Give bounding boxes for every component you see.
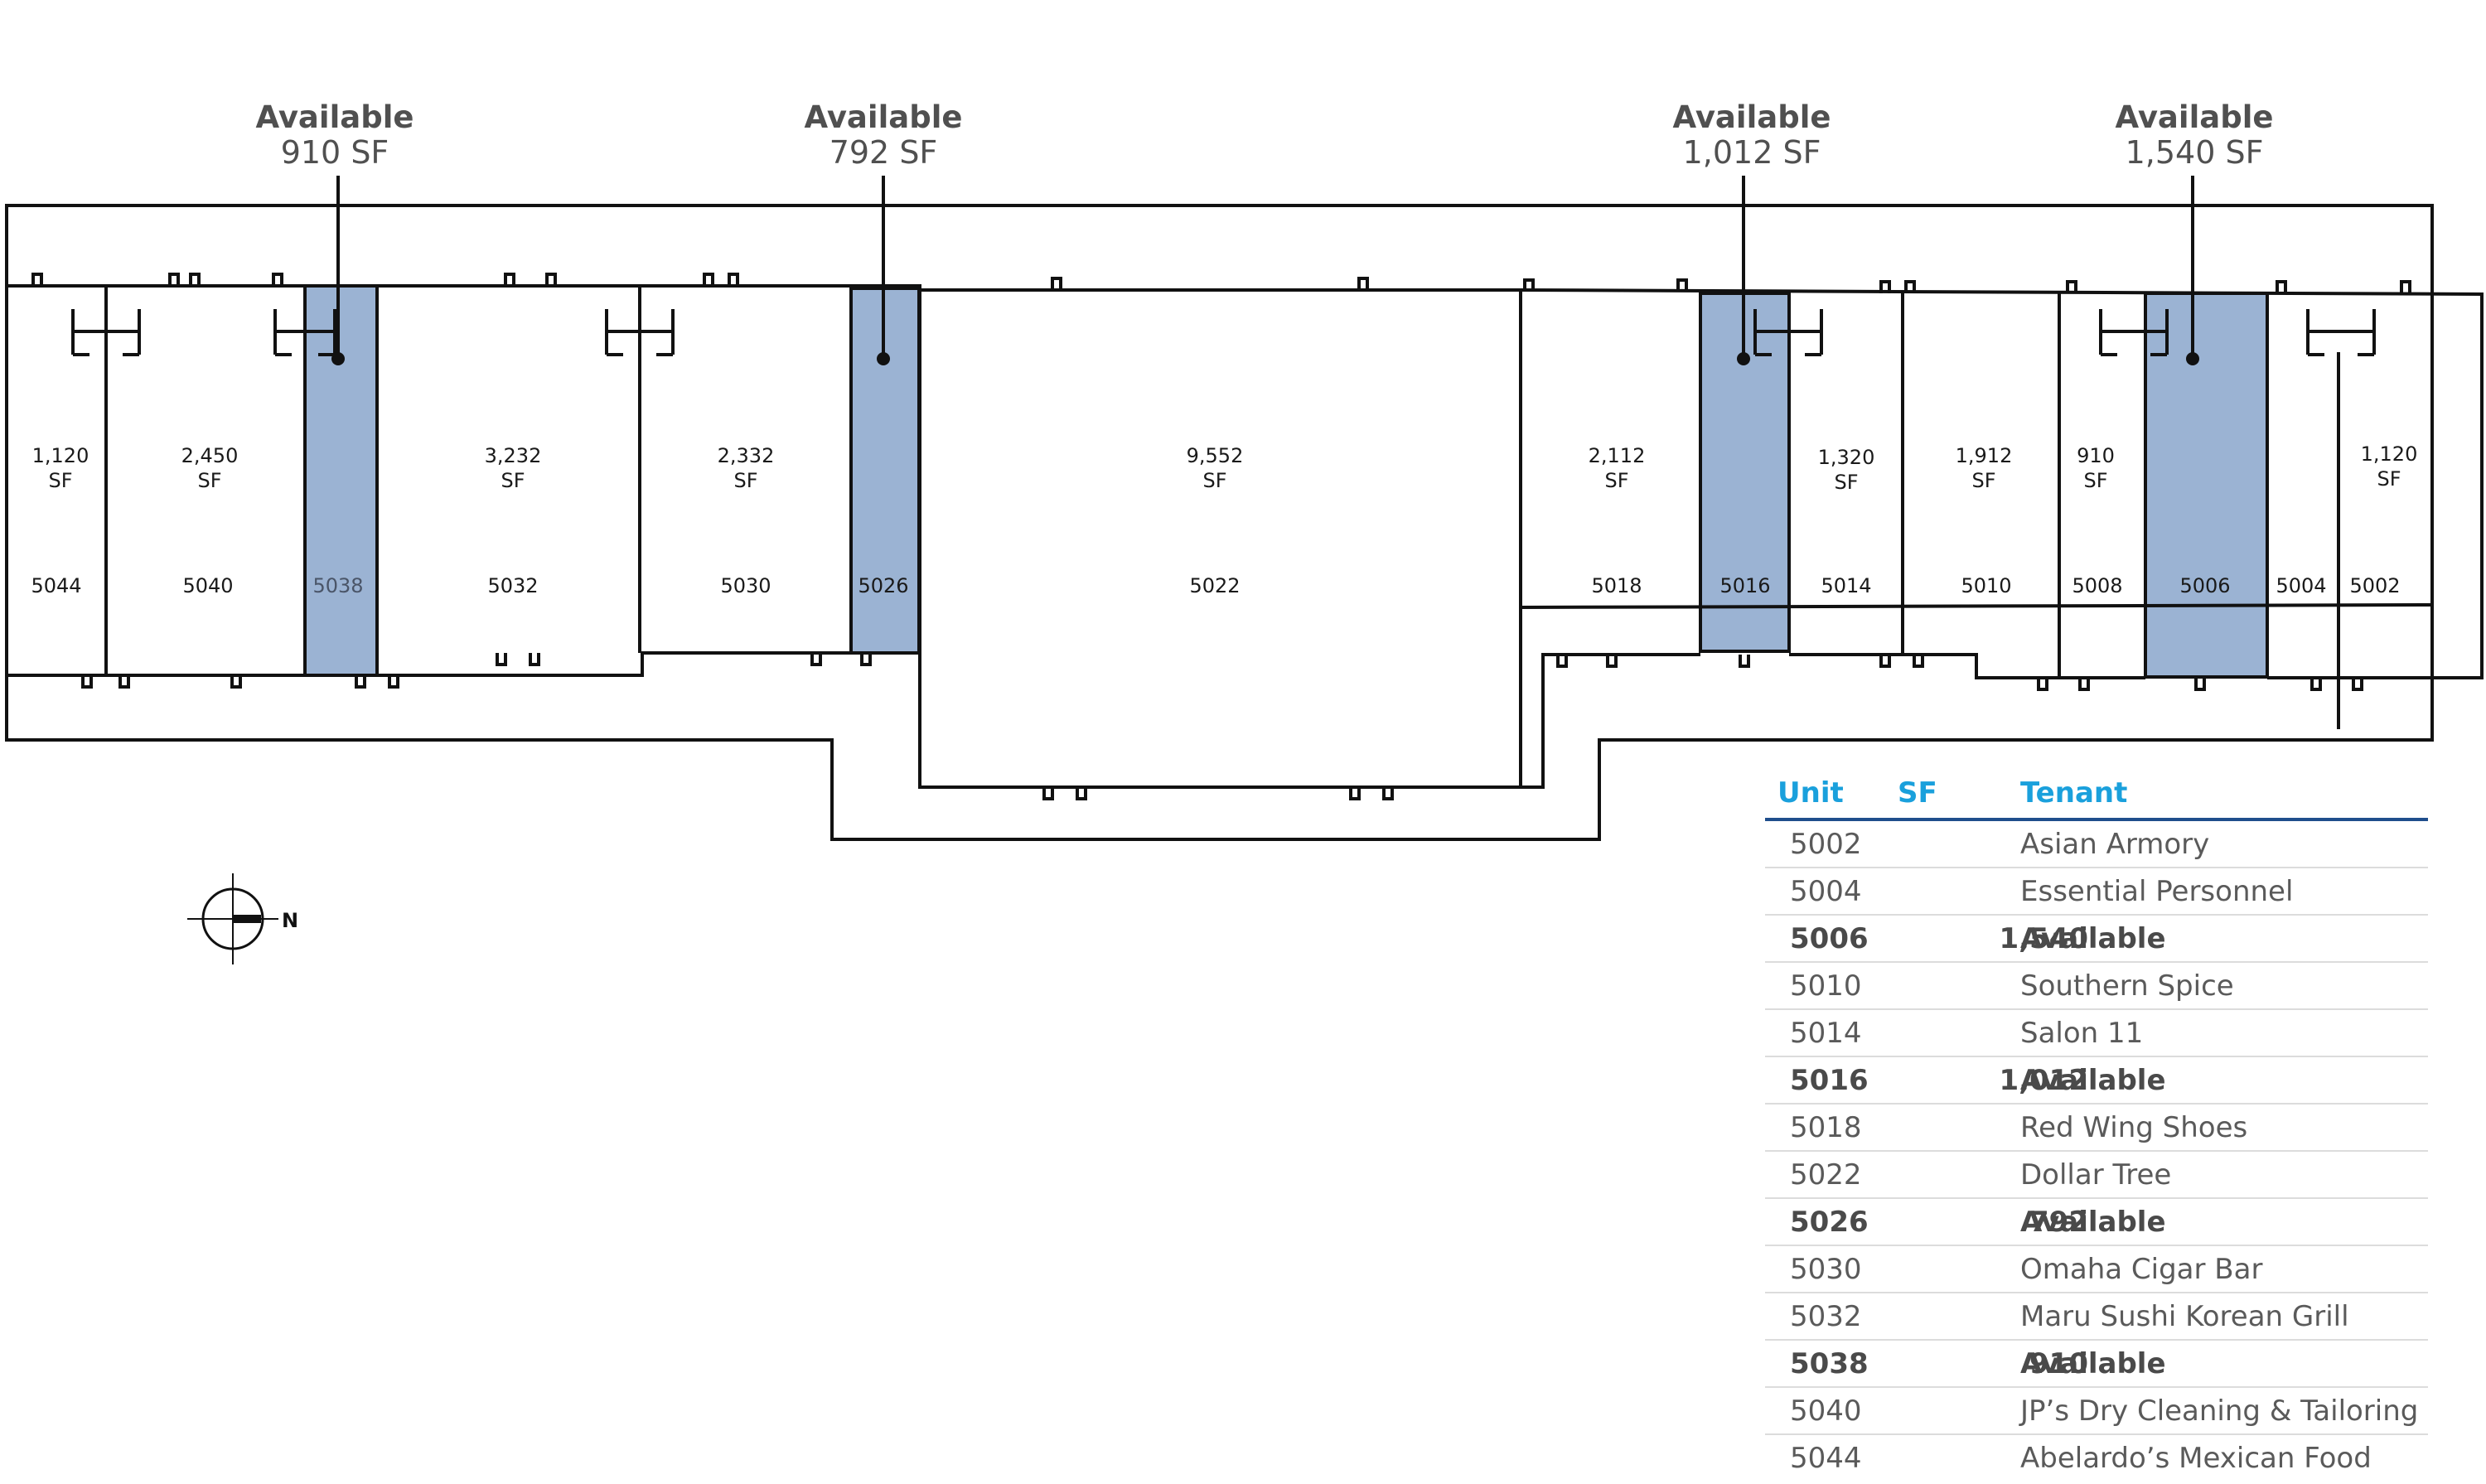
available-callout-5016: Available 1,012 SF (1586, 99, 1918, 171)
callout-sf: 1,012 SF (1682, 134, 1821, 171)
callout-title: Available (255, 99, 414, 135)
header-sf: SF (1898, 776, 1937, 810)
unit-5038-highlight (303, 284, 379, 677)
unit-number-5016: 5016 (1719, 574, 1771, 597)
callout-sf: 910 SF (280, 134, 389, 171)
unit-number-5010: 5010 (1961, 574, 2012, 597)
callout-sf: 792 SF (829, 134, 938, 171)
header-unit: Unit (1777, 776, 1844, 810)
unit-number-5022: 5022 (1189, 574, 1241, 597)
header-tenant: Tenant (2020, 776, 2128, 810)
unit-number-5018: 5018 (1591, 574, 1642, 597)
callout-title: Available (804, 99, 963, 135)
unit-number-5014: 5014 (1821, 574, 1872, 597)
unit-number-5040: 5040 (182, 574, 234, 597)
callout-title: Available (1672, 99, 1831, 135)
unit-number-5026: 5026 (858, 574, 909, 597)
unit-number-5002: 5002 (2349, 574, 2401, 597)
unit-5006-highlight (2144, 292, 2269, 679)
unit-number-5044: 5044 (31, 574, 82, 597)
unit-number-5004: 5004 (2276, 574, 2327, 597)
building-anchor (918, 288, 1522, 789)
unit-number-5006: 5006 (2179, 574, 2231, 597)
available-callout-5006: Available 1,540 SF (2029, 99, 2360, 171)
unit-number-5008: 5008 (2072, 574, 2123, 597)
unit-number-5032: 5032 (487, 574, 539, 597)
compass-icon (187, 873, 278, 964)
available-callout-5038: Available 910 SF (169, 99, 501, 171)
unit-number-5030: 5030 (720, 574, 771, 597)
building-left (7, 284, 921, 677)
callout-sf: 1,540 SF (2125, 134, 2264, 171)
callout-title: Available (2115, 99, 2274, 135)
legend-header: Unit SF Tenant (1765, 766, 2428, 821)
unit-number-5038: 5038 (312, 574, 364, 597)
available-callout-5026: Available 792 SF (718, 99, 1049, 171)
compass-north-label: N (282, 909, 299, 932)
